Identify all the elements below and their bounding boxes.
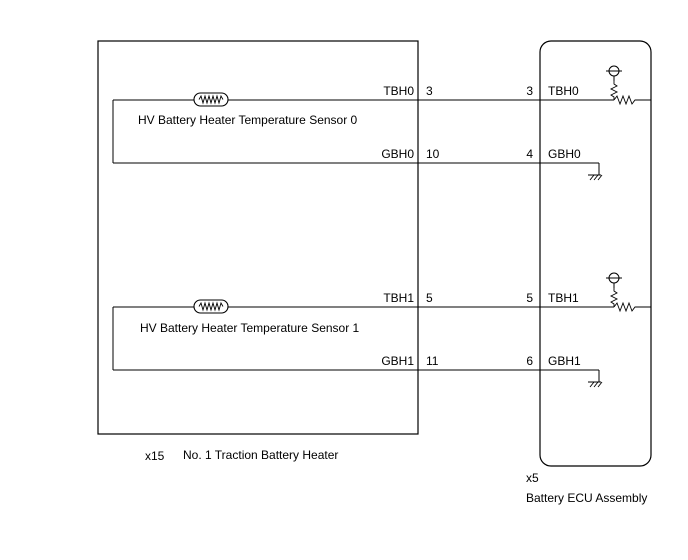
ecu-gbh1-circuit (540, 369, 603, 388)
thermistor-icon (193, 92, 229, 107)
ecu-pin-number: 5 (526, 291, 533, 305)
sensor-1-label: HV Battery Heater Temperature Sensor 1 (140, 321, 360, 335)
ecu-signal-label: GBH1 (548, 354, 581, 368)
thermistor-icon (193, 299, 229, 314)
heater-pin-number: 10 (426, 147, 440, 161)
heater-pin-number: 3 (426, 84, 433, 98)
ecu-gbh0-circuit (540, 162, 603, 181)
ecu-name: Battery ECU Assembly (526, 491, 647, 505)
resistor-icon (609, 288, 619, 307)
ecu-code: x5 (526, 471, 539, 485)
resistor-icon (609, 81, 619, 100)
heater-name: No. 1 Traction Battery Heater (183, 448, 338, 462)
ecu-tbh1-circuit (540, 272, 651, 313)
heater-signal-label: GBH0 (381, 147, 414, 161)
resistor-icon (613, 301, 651, 313)
power-supply-icon (606, 65, 622, 77)
heater-signal-label: TBH0 (383, 84, 414, 98)
heater-box (97, 40, 419, 435)
heater-code: x15 (145, 449, 165, 463)
ecu-pin-number: 4 (526, 147, 533, 161)
ecu-tbh0-circuit (540, 65, 651, 106)
ecu-pin-number: 3 (526, 84, 533, 98)
heater-signal-label: GBH1 (381, 354, 414, 368)
ecu-box (539, 40, 652, 467)
sensor-0-label: HV Battery Heater Temperature Sensor 0 (138, 113, 358, 127)
heater-pin-number: 5 (426, 291, 433, 305)
heater-pin-number: 11 (426, 354, 439, 368)
ecu-signal-label: TBH1 (548, 291, 579, 305)
power-supply-icon (606, 272, 622, 284)
ground-icon (588, 174, 603, 181)
ecu-signal-label: GBH0 (548, 147, 581, 161)
sensor-0-circuit (112, 92, 540, 164)
sensor-1-circuit (112, 299, 540, 371)
ecu-pin-number: 6 (526, 354, 533, 368)
heater-signal-label: TBH1 (383, 291, 414, 305)
resistor-icon (613, 94, 651, 106)
ecu-signal-label: TBH0 (548, 84, 579, 98)
ground-icon (588, 381, 603, 388)
